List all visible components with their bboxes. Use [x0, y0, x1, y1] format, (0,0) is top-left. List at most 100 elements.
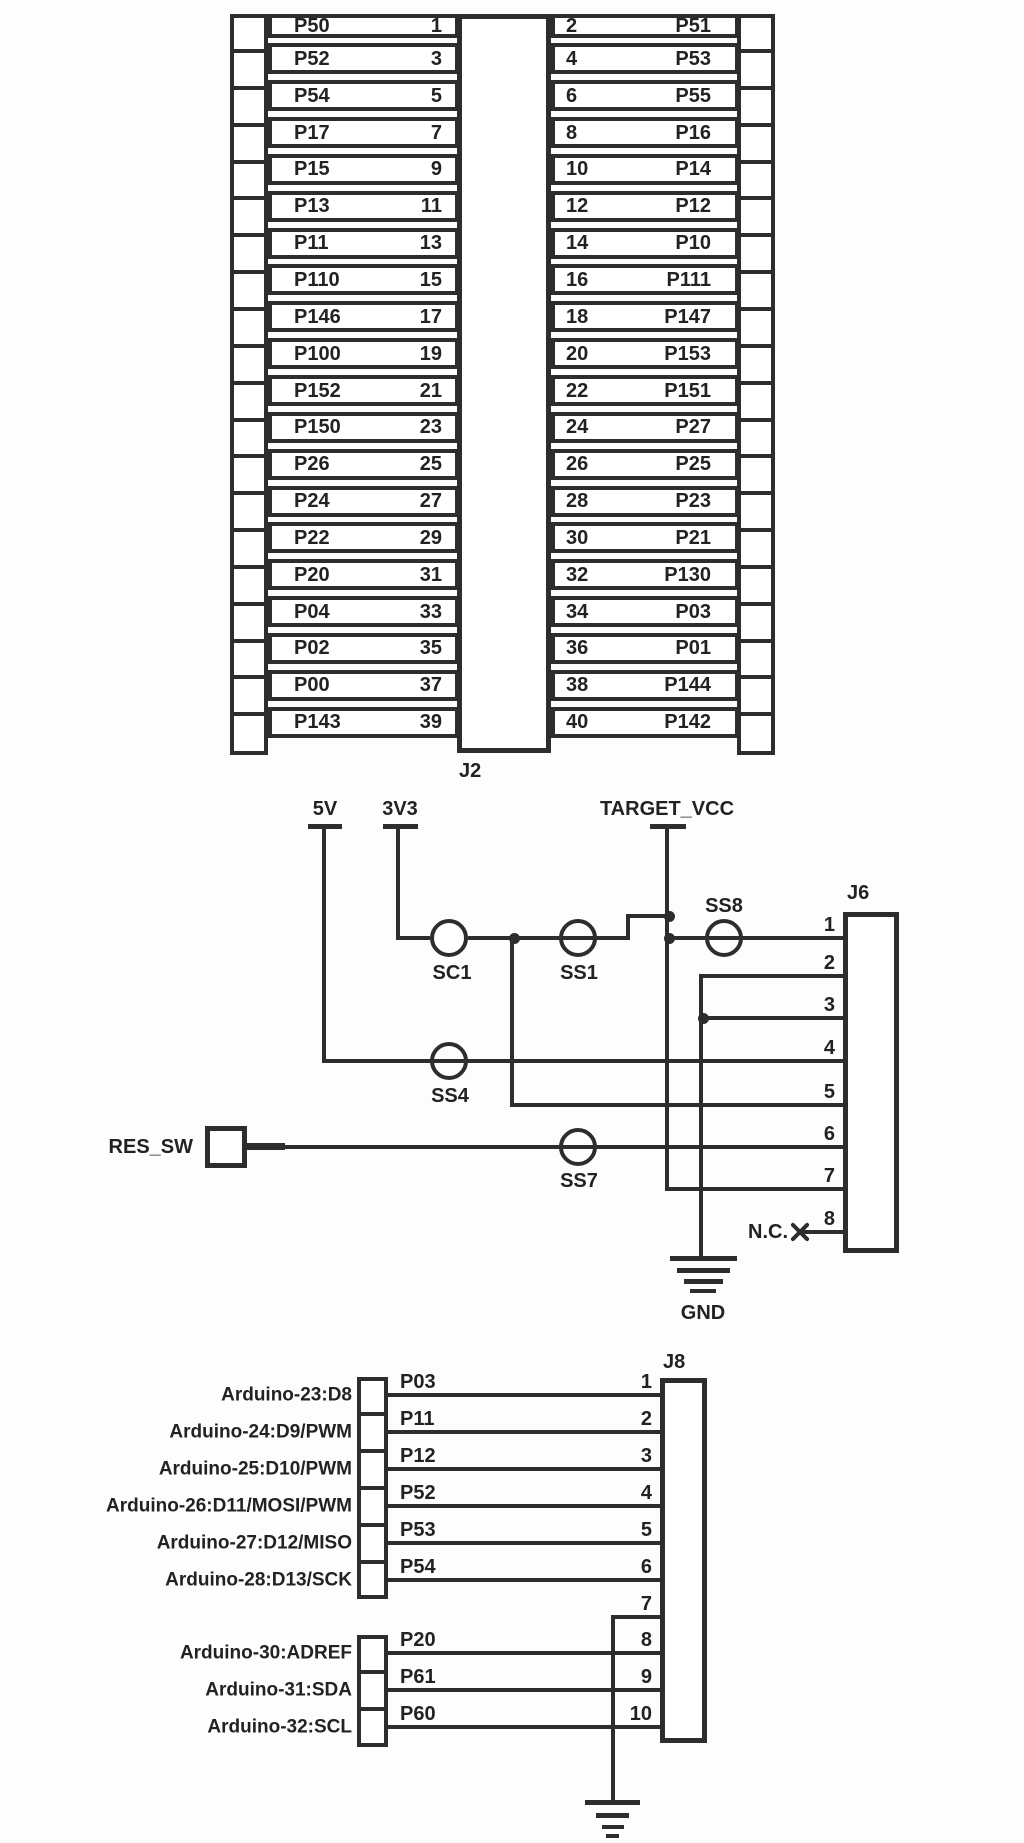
- j2-pin-number: 33: [419, 600, 442, 623]
- strip-divider: [741, 417, 771, 422]
- strip-divider: [234, 528, 264, 533]
- j6-pin-number: 8: [823, 1208, 835, 1230]
- j2-pin-number: 32: [566, 563, 589, 586]
- jumper-ss8-icon: [705, 919, 743, 957]
- strip-divider: [741, 528, 771, 533]
- j2-pin-number: 11: [420, 195, 442, 218]
- j8-pin-number: 9: [640, 1666, 652, 1688]
- jumper-ss8-label: SS8: [705, 895, 743, 917]
- j8-pin-strip-bottom: [357, 1635, 388, 1747]
- strip-divider: [741, 454, 771, 459]
- strip-divider: [234, 564, 264, 569]
- j2-net-label: P152: [294, 379, 341, 402]
- wire-j8-gnd-vertical: [611, 1615, 615, 1804]
- strip-divider: [234, 270, 264, 275]
- j2-pin-number: 21: [419, 379, 442, 402]
- strip-divider: [361, 1412, 384, 1416]
- wire-j8-row: [386, 1688, 662, 1692]
- j2-pin-number: 5: [430, 84, 442, 107]
- wire-target-vcc-vertical: [665, 826, 669, 1191]
- strip-divider: [741, 122, 771, 127]
- strip-divider: [234, 233, 264, 238]
- wire-3v3-vertical: [396, 826, 400, 940]
- wire-j8-row: [386, 1578, 662, 1582]
- j2-pin-strip-right: [737, 14, 775, 755]
- strip-divider: [234, 491, 264, 496]
- j2-net-label: P153: [664, 342, 711, 365]
- junction-dot: [664, 933, 675, 944]
- j2-pin-number: 39: [419, 711, 442, 734]
- strip-divider: [741, 675, 771, 680]
- strip-divider: [361, 1449, 384, 1453]
- wire-j6-pin2: [699, 974, 845, 978]
- j2-net-label: P147: [664, 305, 711, 328]
- wire-3v3-to-sc1: [396, 936, 430, 940]
- gnd-mid-bar4: [690, 1289, 716, 1293]
- j8-net-label: P53: [400, 1519, 436, 1541]
- j2-connector-body: [457, 14, 551, 753]
- wire-j6-pin4: [322, 1059, 845, 1063]
- j2-pin-number: 12: [566, 195, 589, 218]
- strip-divider: [741, 85, 771, 90]
- j2-net-label: P100: [294, 342, 341, 365]
- j2-net-label: P54: [294, 84, 330, 107]
- strip-divider: [234, 306, 264, 311]
- j2-pin-number: 35: [419, 637, 442, 660]
- j2-net-label: P22: [294, 526, 330, 549]
- gnd-mid-bar2: [677, 1268, 730, 1273]
- j2-row-left: P54 5: [268, 80, 459, 112]
- j6-pin-number: 2: [823, 952, 835, 974]
- j2-pin-number: 14: [566, 232, 589, 255]
- j2-net-label: P130: [664, 563, 711, 586]
- j2-row-right: 32 P130: [551, 559, 739, 591]
- j6-pin-number: 5: [823, 1081, 835, 1103]
- wire-j8-row: [386, 1504, 662, 1508]
- j2-net-label: P110: [294, 268, 340, 291]
- j8-net-label: P11: [400, 1408, 435, 1430]
- j6-pin-number: 7: [823, 1165, 835, 1187]
- strip-divider: [361, 1560, 384, 1564]
- j8-pin-number: 4: [640, 1482, 652, 1504]
- j2-net-label: P23: [675, 490, 711, 513]
- rail-bar-target: [650, 824, 686, 829]
- j2-net-label: P26: [294, 453, 330, 476]
- wire-j8-row: [386, 1725, 662, 1729]
- strip-divider: [234, 122, 264, 127]
- j2-net-label: P15: [294, 158, 330, 181]
- strip-divider: [234, 454, 264, 459]
- strip-divider: [741, 601, 771, 606]
- j2-pin-number: 26: [566, 453, 589, 476]
- j2-net-label: P11: [294, 232, 329, 255]
- no-connect-icon: [788, 1220, 812, 1244]
- j8-net-label: P61: [400, 1666, 436, 1688]
- j8-net-label: P54: [400, 1556, 436, 1578]
- wire-j6-pin7: [665, 1187, 845, 1191]
- strip-divider: [234, 380, 264, 385]
- j2-pin-number: 25: [419, 453, 442, 476]
- j8-arduino-label: Arduino-30:ADREF: [179, 1642, 352, 1664]
- j2-pin-number: 3: [430, 47, 442, 70]
- j8-pin-number: 5: [640, 1519, 652, 1541]
- jumper-sc1-label: SC1: [432, 962, 472, 984]
- j8-label: J8: [663, 1351, 686, 1373]
- wire-j8-row: [386, 1541, 662, 1545]
- wire-j6-pin5: [510, 1103, 845, 1107]
- j2-net-label: P04: [294, 600, 330, 623]
- j2-net-label: P144: [664, 674, 711, 697]
- j6-label: J6: [847, 882, 870, 904]
- j2-net-label: P52: [294, 47, 330, 70]
- j2-row-left: P52 3: [268, 43, 459, 75]
- j2-pin-number: 8: [566, 121, 578, 144]
- j2-row-left: P26 25: [268, 448, 459, 480]
- wire-j6-pin1: [665, 936, 845, 940]
- wire-sc1-to-step: [468, 936, 630, 940]
- j2-net-label: P111: [666, 268, 711, 291]
- j8-net-label: P03: [400, 1371, 436, 1393]
